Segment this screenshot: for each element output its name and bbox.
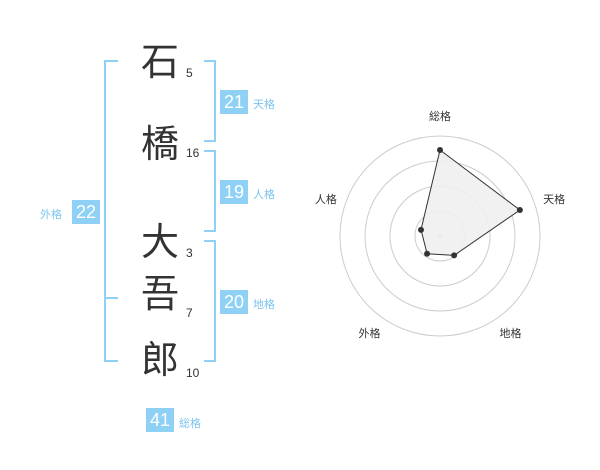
radar-axis-label-4: 外格 (358, 326, 380, 340)
radar-point-1 (437, 147, 443, 153)
stroke-count-3: 3 (186, 246, 193, 260)
radar-point-4 (424, 250, 431, 257)
stroke-count-2: 16 (186, 146, 200, 160)
name-char-2: 橋 (140, 122, 179, 166)
radar-axis-label-3: 地格 (500, 326, 522, 340)
stroke-count-4: 7 (186, 306, 193, 320)
name-char-4: 吾 (140, 272, 179, 316)
jinkaku-value: 19 (220, 180, 248, 204)
stroke-count-1: 5 (186, 66, 193, 80)
radar-point-2 (516, 207, 523, 214)
gaikaku-bracket (104, 60, 118, 362)
chikaku-bracket (204, 240, 216, 362)
stroke-count-5: 10 (186, 366, 200, 380)
chikaku-value: 20 (220, 290, 248, 314)
jinkaku-label: 人格 (253, 188, 275, 201)
radar-axis-label-5: 人格 (315, 192, 337, 206)
name-char-1: 石 (140, 40, 179, 84)
radar-axis-label-1: 総格 (429, 110, 451, 123)
radar-ring (339, 135, 541, 337)
name-char-3: 大 (140, 220, 179, 264)
gaikaku-label: 外格 (40, 208, 62, 221)
tenkaku-value: 21 (220, 90, 248, 114)
soukaku-label: 総格 (179, 417, 201, 430)
radar-point-5 (417, 226, 424, 233)
radar-point-3 (451, 252, 458, 259)
soukaku-value: 41 (146, 408, 174, 432)
chikaku-label: 地格 (253, 298, 275, 311)
tenkaku-bracket (204, 60, 216, 142)
name-char-5: 郎 (140, 338, 179, 382)
gaikaku-value: 22 (72, 200, 100, 224)
gaikaku-tick (104, 297, 118, 299)
radar-axis-label-2: 天格 (543, 192, 565, 206)
tenkaku-label: 天格 (253, 98, 275, 111)
jinkaku-bracket (204, 150, 216, 232)
radar-series-polygon (420, 149, 521, 256)
